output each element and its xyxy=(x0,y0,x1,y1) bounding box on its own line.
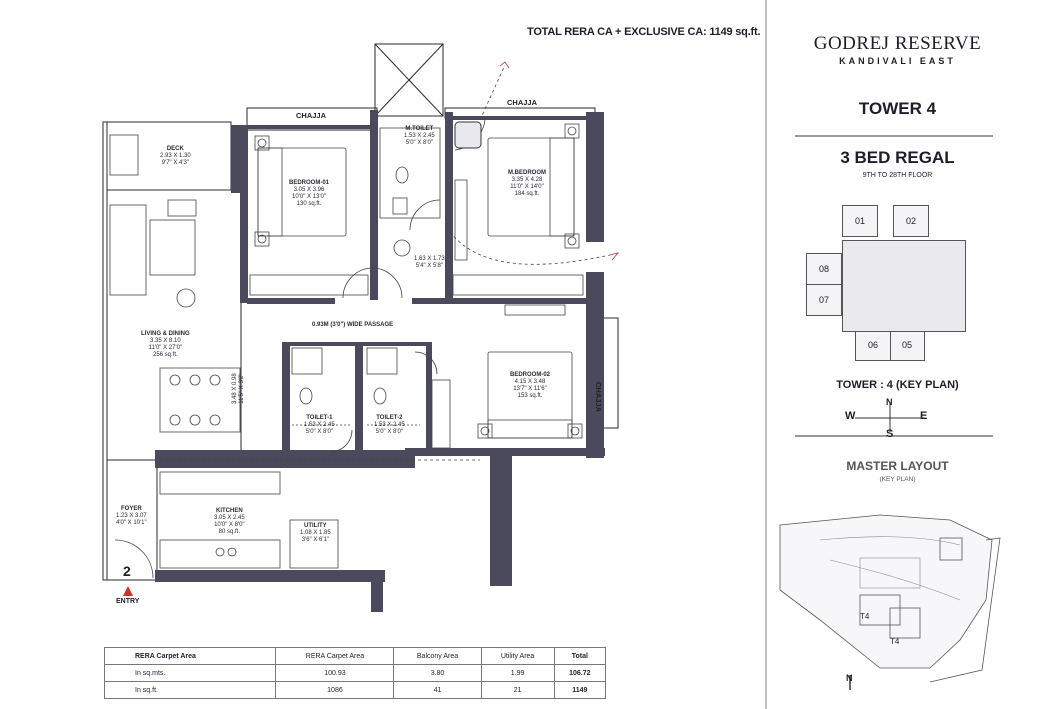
table-cell: 100.93 xyxy=(275,664,395,682)
table-header: RERA Carpet Area xyxy=(275,647,395,665)
key-plan-core xyxy=(842,240,966,332)
master-layout-subtitle: (KEY PLAN) xyxy=(879,476,916,483)
living-outline xyxy=(106,189,242,461)
unit-06: 06 xyxy=(855,329,891,361)
table-header: RERA Carpet Area xyxy=(103,647,277,665)
master-tower-mark-1: T4 xyxy=(860,612,870,621)
master-north: N xyxy=(846,673,853,683)
exterior-wall-left xyxy=(102,121,108,581)
chajja-label-1: CHAJJA xyxy=(296,111,327,120)
shaft-outline xyxy=(374,43,444,117)
master-layout-map xyxy=(779,514,1001,690)
table-row: In sq.ft. 1086 41 21 1149 xyxy=(103,681,607,699)
table-cell: 1086 xyxy=(275,681,395,699)
brand-location: KANDIVALI EAST xyxy=(839,56,956,66)
chajja-label-3: CHAJJA xyxy=(594,382,603,413)
passage-label: 0.93M (3'0") WIDE PASSAGE xyxy=(312,322,394,328)
compass-e: E xyxy=(920,410,928,422)
table-cell: In sq.mts. xyxy=(103,664,277,682)
unit-type-title: 3 BED REGAL xyxy=(840,148,955,167)
table-row: In sq.mts. 100.93 3.80 1.99 106.72 xyxy=(103,664,607,682)
table-cell: 41 xyxy=(393,681,482,699)
brand-name: GODREJ RESERVE xyxy=(813,33,982,54)
entry-label: ENTRY xyxy=(116,598,140,605)
floor-range: 9TH TO 28TH FLOOR xyxy=(862,172,933,179)
chajja-label-2: CHAJJA xyxy=(507,98,538,107)
total-area-heading: TOTAL RERA CA + EXCLUSIVE CA: 1149 sq.ft… xyxy=(527,26,761,38)
unit-01: 01 xyxy=(842,205,878,237)
table-cell: 106.72 xyxy=(553,664,607,682)
table-cell: 1.99 xyxy=(480,664,555,682)
compass-s: S xyxy=(886,428,894,440)
master-tower-mark-2: T4 xyxy=(890,637,900,646)
table-cell: 3.80 xyxy=(393,664,482,682)
compass-n: N xyxy=(886,397,893,407)
table-header: Total xyxy=(553,647,607,665)
compass-w: W xyxy=(845,410,856,422)
table-cell: 1149 xyxy=(553,681,607,699)
table-cell: 21 xyxy=(480,681,555,699)
area-table: RERA Carpet Area RERA Carpet Area Balcon… xyxy=(103,647,607,699)
unit-08: 08 xyxy=(806,253,842,285)
master-layout-title: MASTER LAYOUT xyxy=(846,459,949,473)
unit-02: 02 xyxy=(893,205,929,237)
table-cell: In sq.ft. xyxy=(103,681,277,699)
unit-07: 07 xyxy=(806,284,842,316)
entry-marker-icon xyxy=(123,586,133,596)
right-panel-lines xyxy=(765,0,993,709)
compass-icon xyxy=(855,402,925,432)
key-plan-caption: TOWER : 4 (KEY PLAN) xyxy=(836,379,959,391)
table-header: Utility Area xyxy=(480,647,555,665)
table-header-row: RERA Carpet Area RERA Carpet Area Balcon… xyxy=(103,647,607,665)
entry-number: 2 xyxy=(123,563,131,579)
unit-05: 05 xyxy=(889,329,925,361)
tower-title: TOWER 4 xyxy=(858,99,937,118)
table-header: Balcony Area xyxy=(393,647,482,665)
floor-plan xyxy=(102,43,620,612)
